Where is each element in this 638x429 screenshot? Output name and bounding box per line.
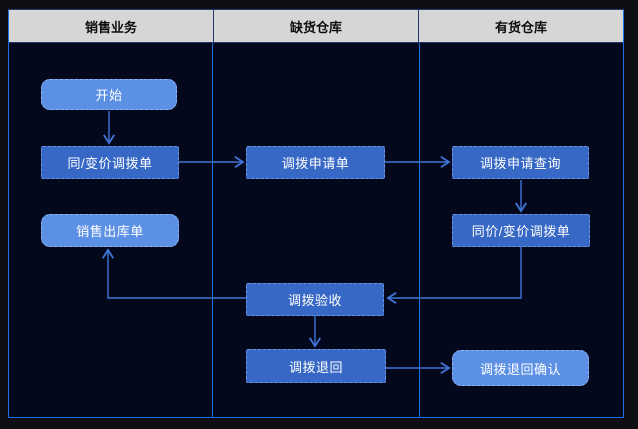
node-same-or-changed-price-transfer-bill: 同/变价调拨单 [41,146,179,179]
node-start: 开始 [41,79,177,110]
node-transfer-return-confirm: 调拨退回确认 [452,350,589,386]
node-sales-outbound-bill: 销售出库单 [41,214,179,247]
node-same-price-or-changed-price-transfer-bill: 同价/变价调拨单 [452,214,590,247]
lane-divider-2 [419,43,420,417]
node-transfer-acceptance: 调拨验收 [246,283,384,316]
node-transfer-return: 调拨退回 [246,349,386,383]
lane-header-sales-business: 销售业务 [9,10,214,42]
lane-divider-1 [212,43,213,417]
lane-header-row: 销售业务 缺货仓库 有货仓库 [9,10,623,43]
lane-header-stocked-warehouse: 有货仓库 [494,19,547,35]
lane-header-shortage-warehouse: 缺货仓库 [214,10,419,42]
node-transfer-application: 调拨申请单 [246,146,385,179]
node-transfer-application-query: 调拨申请查询 [452,146,589,179]
